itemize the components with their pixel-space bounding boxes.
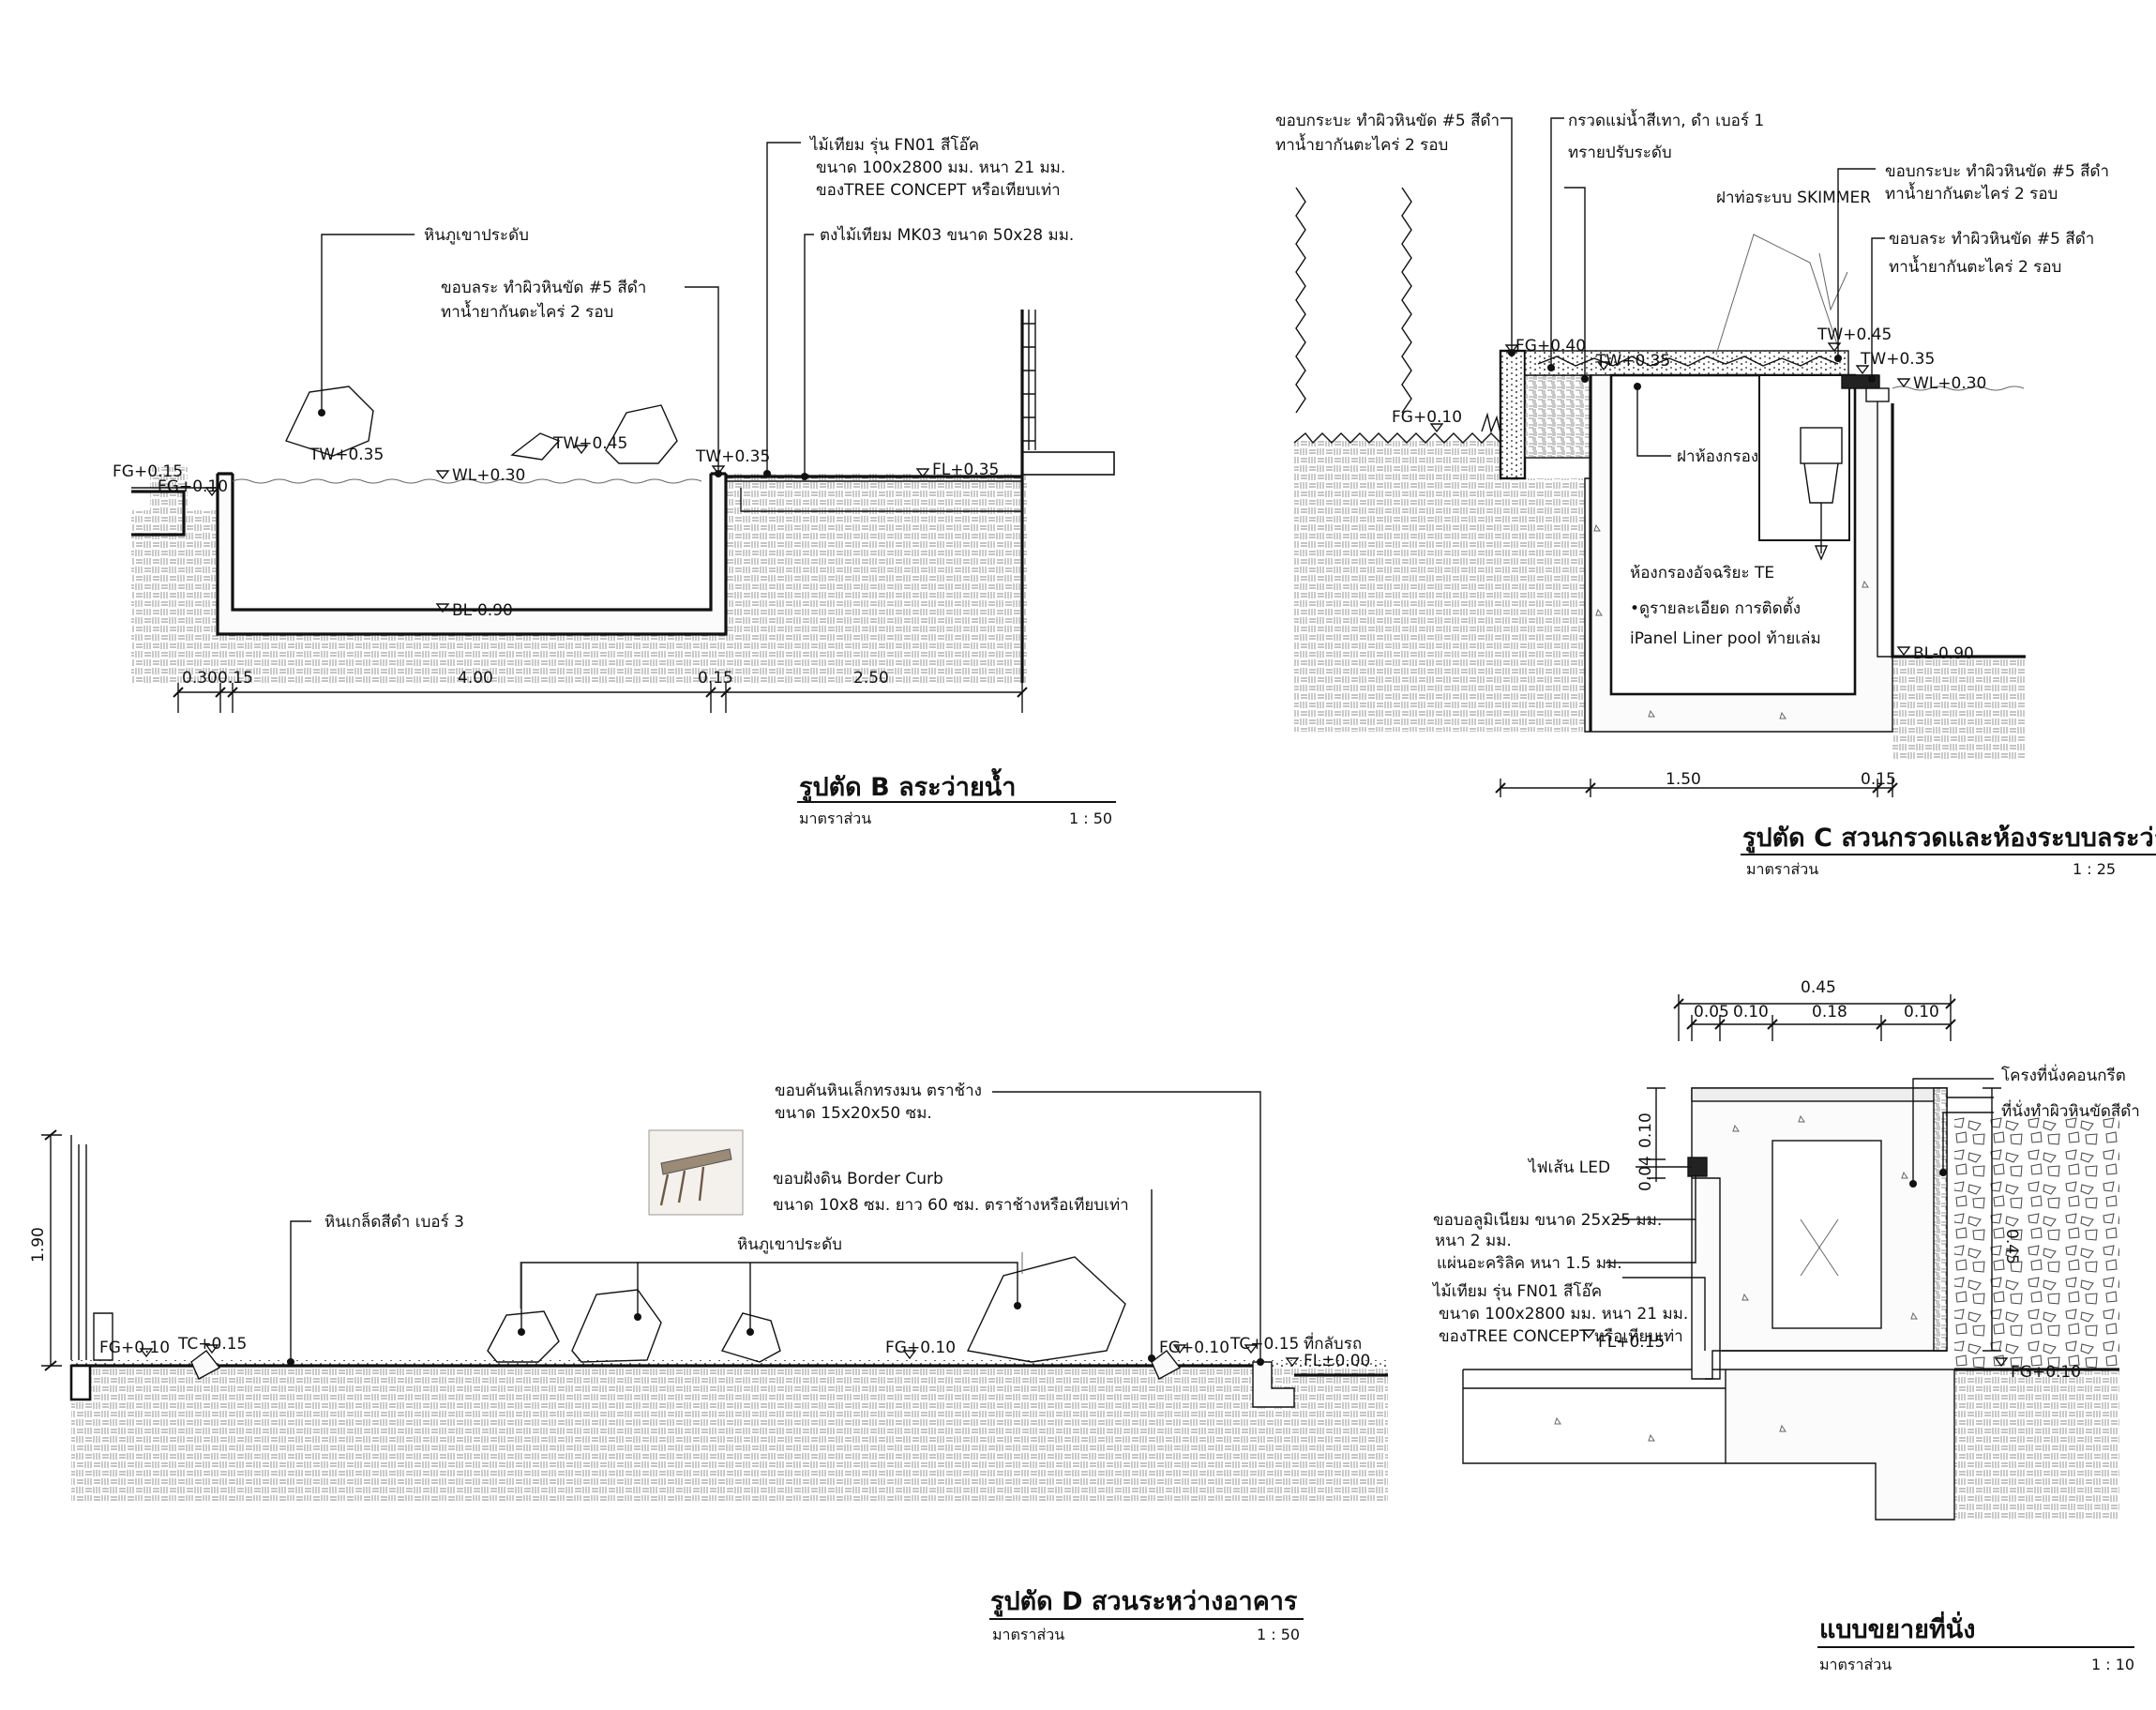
e-level-fg: FG+0.10 [2011,1363,2081,1382]
d-level-tc1: TC+0.15 [177,1335,247,1354]
c-level-fg40: FG+0.40 [1515,337,1586,356]
c-level-bl: BL-0.90 [1913,644,1974,663]
b-note-edge2: ทาน้ำยากันตะไคร่ 2 รอบ [441,300,613,322]
c-note-skimmer: ฝาท่อระบบ SKIMMER [1716,189,1871,207]
d-note-border2: ขนาด 10x8 ซม. ยาว 60 ซม. ตราช้างหรือเทีย… [773,1196,1129,1215]
c-note-sand: ทรายปรับระดับ [1568,144,1672,162]
b-level-fg2: FG+0.10 [158,477,228,496]
e-dim-v1: 0.10 [1636,1112,1655,1148]
d-scale: 1 : 50 [1257,1626,1300,1643]
b-level-fg1: FG+0.15 [113,462,183,481]
c-note-edgeB2: ทาน้ำยากันตะไคร่ 2 รอบ [1885,182,2058,204]
b-scale: 1 : 50 [1069,810,1112,827]
e-note-alu2: หนา 2 มม. [1435,1232,1512,1250]
d-level-fl: FL±0.00 [1304,1352,1370,1370]
e-title: แบบขยายที่นั่ง [1819,1611,1975,1644]
e-scale-label: มาตราส่วน [1819,1656,1892,1673]
c-note-cover: ฝาห้องกรอง [1677,447,1758,466]
d-note-curb1: ขอบคันหินเล็กทรงมน ตราช้าง [775,1080,982,1100]
d-level-fg1: FG+0.10 [99,1339,170,1357]
c-level-fg10: FG+0.10 [1392,408,1462,427]
c-level-tw35b: TW+0.35 [1860,350,1935,369]
c-note-edgeA2: ทาน้ำยากันตะไคร่ 2 รอบ [1275,133,1448,155]
d-title: รูปตัด D สวนระหว่างอาคาร [990,1587,1298,1617]
c-note-edgeB1: ขอบกระบะ ทำผิวหินขัด #5 สีดำ [1885,162,2109,181]
b-note-edge1: ขอบลระ ทำผิวหินขัด #5 สีดำ [441,279,646,297]
c-note-room2: •ดูรายละเอียด การติดตั้ง [1630,597,1801,618]
c-level-wl: WL+0.30 [1913,374,1986,393]
section-c-labels: ขอบกระบะ ทำผิวหินขัด #5 สีดำ ทาน้ำยากันต… [1275,109,2156,878]
c-note-room3: iPanel Liner pool ท้ายเล่ม [1630,629,1821,648]
d-dim-height: 1.90 [29,1227,48,1263]
b-dim-3: 4.00 [458,669,493,688]
c-scale-label: มาตราส่วน [1746,860,1818,878]
b-level-bl: BL-0.90 [452,601,513,620]
c-note-edgeA1: ขอบกระบะ ทำผิวหินขัด #5 สีดำ [1275,112,1500,130]
b-dim-4: 0.15 [698,669,733,688]
d-note-curb2: ขนาด 15x20x50 ซม. [775,1104,932,1123]
e-note-frame: โครงที่นั่งคอนกรีต [2001,1064,2126,1085]
b-dim-1: 0.30 [182,669,218,688]
e-dim-d2: 0.10 [1733,1003,1769,1021]
section-d-labels: ขอบคันหินเล็กทรงมน ตราช้าง ขนาด 15x20x50… [29,1080,1370,1643]
e-note-acr: แผ่นอะคริลิค หนา 1.5 มม. [1437,1254,1622,1273]
e-note-wood3: ของTREE CONCEPT หรือเทียบเท่า [1439,1327,1683,1346]
e-dim-h: 0.45 [2002,1229,2021,1264]
b-level-tw3: TW+0.35 [695,447,770,466]
e-note-seat: ที่นั่งทำผิวหินขัดสีดำ [2001,1099,2140,1121]
d-note-border1: ขอบฝังดิน Border Curb [773,1170,943,1188]
c-dim-2: 0.15 [1861,770,1896,789]
d-level-fg2: FG+0.10 [885,1339,956,1357]
b-dim-2: 0.15 [218,669,253,688]
c-dim-1: 1.50 [1666,770,1701,789]
b-title: รูปตัด B ลระว่ายน้ำ [799,767,1016,803]
e-note-wood1: ไม้เทียม รุ่น FN01 สีโอ๊ค [1431,1281,1602,1301]
e-dim-total: 0.45 [1801,978,1836,997]
b-note-stone: หินภูเขาประดับ [424,226,529,245]
b-level-tw1: TW+0.35 [309,446,384,464]
e-level-fl: FL+0.15 [1598,1333,1665,1352]
b-dim-5: 2.50 [853,669,889,688]
section-e [1462,994,2134,1648]
b-scale-label: มาตราส่วน [799,810,871,827]
e-dim-d1: 0.05 [1694,1003,1729,1021]
b-level-fl: FL+0.35 [932,461,999,479]
section-c [1293,117,2156,855]
section-b [131,142,1116,803]
d-scale-label: มาตราส่วน [992,1626,1064,1643]
b-note-wood2: ขนาด 100x2800 มม. หนา 21 มม. [816,159,1065,177]
c-title: รูปตัด C สวนกรวดและห้องระบบลระว่ายน้ำ [1742,818,2156,854]
c-level-tw45: TW+0.45 [1817,325,1892,344]
c-note-edgeC2: ทาน้ำยากันตะไคร่ 2 รอบ [1889,255,2061,277]
section-b-labels: หินภูเขาประดับ ขอบลระ ทำผิวหินขัด #5 สีด… [113,135,1112,827]
e-note-led: ไฟเส้น LED [1527,1158,1610,1177]
c-note-edgeC1: ขอบลระ ทำผิวหินขัด #5 สีดำ [1889,230,2094,249]
b-note-joist: ตงไม้เทียม MK03 ขนาด 50x28 มม. [820,225,1074,245]
c-scale: 1 : 25 [2073,860,2116,878]
e-scale: 1 : 10 [2091,1656,2134,1673]
d-note-parking: ที่กลับรถ [1304,1332,1362,1354]
c-note-gravel: กรวดแม่น้ำสีเทา, ดำ เบอร์ 1 [1568,109,1764,130]
d-level-fg3: FG+0.10 [1159,1339,1229,1357]
c-note-room1: ห้องกรองอัจฉริยะ TE [1630,564,1774,583]
e-note-wood2: ขนาด 100x2800 มม. หนา 21 มม. [1439,1305,1688,1324]
b-note-wood3: ของTREE CONCEPT หรือเทียบเท่า [816,181,1061,200]
d-level-tc2: TC+0.15 [1229,1335,1299,1354]
d-note-gravel: หินเกล็ดสีดำ เบอร์ 3 [324,1211,464,1232]
b-note-wood1: ไม้เทียม รุ่น FN01 สีโอ๊ค [808,135,979,155]
e-dim-v2: 0.04 [1636,1156,1655,1191]
e-dim-d3: 0.18 [1812,1003,1847,1021]
e-note-alu1: ขอบอลูมิเนียม ขนาด 25x25 มม. [1433,1211,1662,1230]
b-level-tw2: TW+0.45 [552,434,627,453]
d-note-stone: หินภูเขาประดับ [737,1235,842,1254]
section-e-labels: โครงที่นั่งคอนกรีต ที่นั่งทำผิวหินขัดสีด… [1431,978,2140,1673]
b-level-wl: WL+0.30 [452,466,525,485]
e-dim-d4: 0.10 [1904,1003,1939,1021]
section-d [41,1091,1388,1620]
c-level-tw35: TW+0.35 [1595,352,1670,371]
